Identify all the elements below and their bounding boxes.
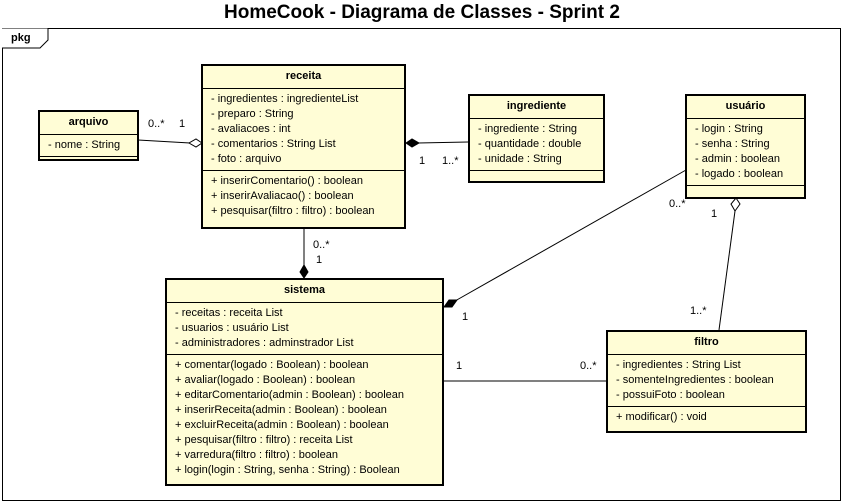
attribute: - admin : boolean bbox=[695, 153, 780, 165]
method: + pesquisar(filtro : filtro) : receita L… bbox=[175, 434, 353, 446]
attribute: - possuiFoto : boolean bbox=[616, 389, 725, 401]
class-receita[interactable]: receita - ingredientes : ingredienteList… bbox=[201, 64, 406, 229]
attribute: - login : String bbox=[695, 123, 763, 135]
methods-section: + modificar() : void bbox=[608, 407, 805, 428]
attribute: - avaliacoes : int bbox=[211, 123, 291, 135]
methods-section: + comentar(logado : Boolean) : boolean +… bbox=[167, 355, 442, 481]
edge-usuario-filtro bbox=[718, 197, 741, 331]
attribute: - receitas : receita List bbox=[175, 307, 283, 319]
method: + modificar() : void bbox=[616, 411, 707, 423]
multiplicity-sistema: 1 bbox=[462, 311, 469, 323]
class-name: arquivo bbox=[40, 112, 137, 135]
multiplicity-usuario: 0..* bbox=[669, 198, 686, 210]
attributes-section: - ingredientes : ingredienteList - prepa… bbox=[203, 89, 404, 171]
attributes-section: - ingredientes : String List - somenteIn… bbox=[608, 355, 805, 407]
method: + comentar(logado : Boolean) : boolean bbox=[175, 359, 369, 371]
package-frame bbox=[2, 28, 841, 501]
attributes-section: - receitas : receita List - usuarios : u… bbox=[167, 303, 442, 355]
methods-section bbox=[470, 171, 603, 175]
composition-diamond bbox=[299, 263, 309, 279]
composition-diamond bbox=[405, 138, 421, 148]
edge-arquivo-receita bbox=[137, 138, 203, 148]
attribute: - preparo : String bbox=[211, 108, 294, 120]
edge-usuario-sistema bbox=[443, 169, 687, 308]
multiplicity-filtro: 0..* bbox=[580, 360, 597, 372]
edge-receita-ingrediente bbox=[405, 138, 469, 148]
class-name: receita bbox=[203, 66, 404, 89]
method: + inserirReceita(admin : Boolean) : bool… bbox=[175, 404, 387, 416]
method: + varredura(filtro : filtro) : boolean bbox=[175, 449, 338, 461]
attribute: - administradores : adminstrador List bbox=[175, 337, 354, 349]
diagram-title: HomeCook - Diagrama de Classes - Sprint … bbox=[224, 2, 620, 23]
class-ingrediente[interactable]: ingrediente - ingrediente : String - qua… bbox=[468, 94, 605, 183]
methods-section: + inserirComentario() : boolean + inseri… bbox=[203, 171, 404, 222]
method: + inserirComentario() : boolean bbox=[211, 175, 363, 187]
class-name: ingrediente bbox=[470, 96, 603, 119]
multiplicity-ingrediente: 1..* bbox=[442, 155, 459, 167]
attribute: - somenteIngredientes : boolean bbox=[616, 374, 774, 386]
attribute: - ingrediente : String bbox=[478, 123, 578, 135]
attribute: - senha : String bbox=[695, 138, 770, 150]
class-arquivo[interactable]: arquivo - nome : String bbox=[38, 110, 139, 161]
multiplicity-arquivo: 0..* bbox=[148, 118, 165, 130]
attribute: - logado : boolean bbox=[695, 168, 784, 180]
method: + inserirAvaliacao() : boolean bbox=[211, 190, 354, 202]
attribute: - comentarios : String List bbox=[211, 138, 336, 150]
class-name: filtro bbox=[608, 332, 805, 355]
attributes-section: - ingrediente : String - quantidade : do… bbox=[470, 119, 603, 171]
package-tab bbox=[2, 28, 49, 49]
class-usuario[interactable]: usuário - login : String - senha : Strin… bbox=[685, 94, 806, 199]
attribute: - usuarios : usuário List bbox=[175, 322, 289, 334]
multiplicity-sistema: 1 bbox=[316, 254, 323, 266]
method: + pesquisar(filtro : filtro) : boolean bbox=[211, 205, 375, 217]
multiplicity-receita: 1 bbox=[179, 118, 186, 130]
attributes-section: - nome : String bbox=[40, 135, 137, 157]
multiplicity-usuario: 1 bbox=[711, 208, 718, 220]
class-name: usuário bbox=[687, 96, 804, 119]
attribute: - foto : arquivo bbox=[211, 153, 282, 165]
multiplicity-sistema: 1 bbox=[456, 360, 463, 372]
attributes-section: - login : String - senha : String - admi… bbox=[687, 119, 804, 186]
package-label: pkg bbox=[11, 32, 31, 44]
attribute: - ingredientes : ingredienteList bbox=[211, 93, 359, 105]
edge-receita-sistema bbox=[299, 229, 309, 279]
class-name: sistema bbox=[167, 280, 442, 303]
multiplicity-filtro: 1..* bbox=[690, 305, 707, 317]
composition-diamond bbox=[443, 299, 458, 308]
class-filtro[interactable]: filtro - ingredientes : String List - so… bbox=[606, 330, 807, 433]
method: + editarComentario(admin : Boolean) : bo… bbox=[175, 389, 404, 401]
multiplicity-receita: 0..* bbox=[313, 239, 330, 251]
attribute: - ingredientes : String List bbox=[616, 359, 741, 371]
method: + login(login : String, senha : String) … bbox=[175, 464, 400, 476]
attribute: - nome : String bbox=[48, 139, 121, 151]
aggregation-diamond bbox=[187, 138, 203, 148]
attribute: - quantidade : double bbox=[478, 138, 582, 150]
methods-section bbox=[40, 157, 137, 161]
attribute: - unidade : String bbox=[478, 153, 562, 165]
class-sistema[interactable]: sistema - receitas : receita List - usua… bbox=[165, 278, 444, 486]
multiplicity-receita: 1 bbox=[419, 155, 426, 167]
method: + avaliar(logado : Boolean) : boolean bbox=[175, 374, 356, 386]
method: + excluirReceita(admin : Boolean) : bool… bbox=[175, 419, 389, 431]
methods-section bbox=[687, 186, 804, 190]
aggregation-diamond bbox=[730, 197, 741, 212]
